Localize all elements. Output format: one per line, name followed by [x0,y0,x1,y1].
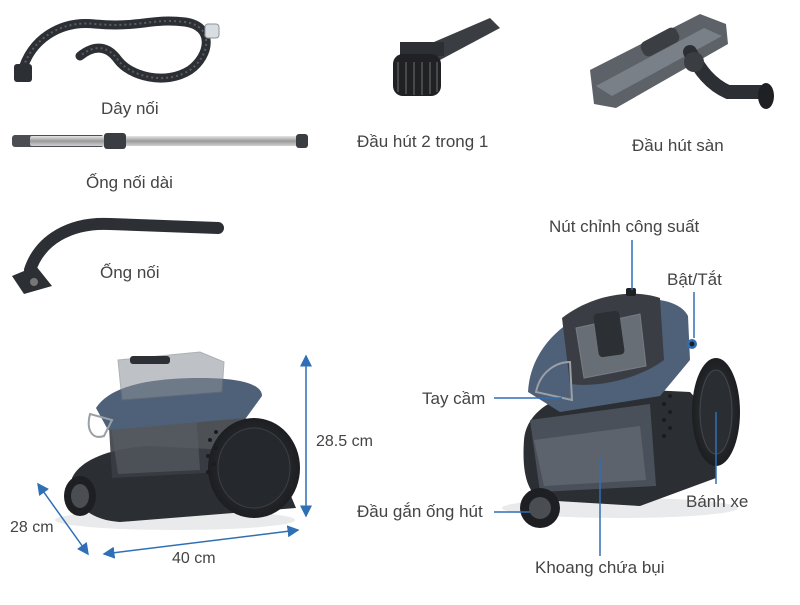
label-connector-tube: Ống nối [100,263,160,282]
dimension-width: 40 cm [172,550,216,567]
label-hose-inlet: Đầu gắn ống hút [357,502,483,521]
dimension-arrows [37,354,312,559]
vacuum-annotated-view [502,288,740,528]
dimension-depth: 28 cm [10,519,54,536]
label-brush-2in1: Đầu hút 2 trong 1 [357,132,489,151]
callout-lines [494,240,717,556]
dimension-height: 28.5 cm [316,433,373,450]
hose-illustration [14,16,220,83]
label-dust-chamber: Khoang chứa bụi [535,558,665,577]
floor-head-illustration [590,14,774,109]
long-tube-illustration [12,133,308,149]
brush-2in1-illustration [393,18,500,96]
label-power-control: Nút chỉnh công suất [549,217,700,236]
label-hose: Dây nối [101,99,159,118]
label-wheel: Bánh xe [686,492,749,511]
label-floor-head: Đầu hút sàn [632,136,724,155]
label-long-tube: Ống nối dài [86,173,173,192]
label-on-off: Bật/Tắt [667,270,722,289]
connector-tube-illustration [12,217,224,294]
vacuum-side-view [55,351,300,530]
label-handle: Tay cầm [422,389,486,408]
